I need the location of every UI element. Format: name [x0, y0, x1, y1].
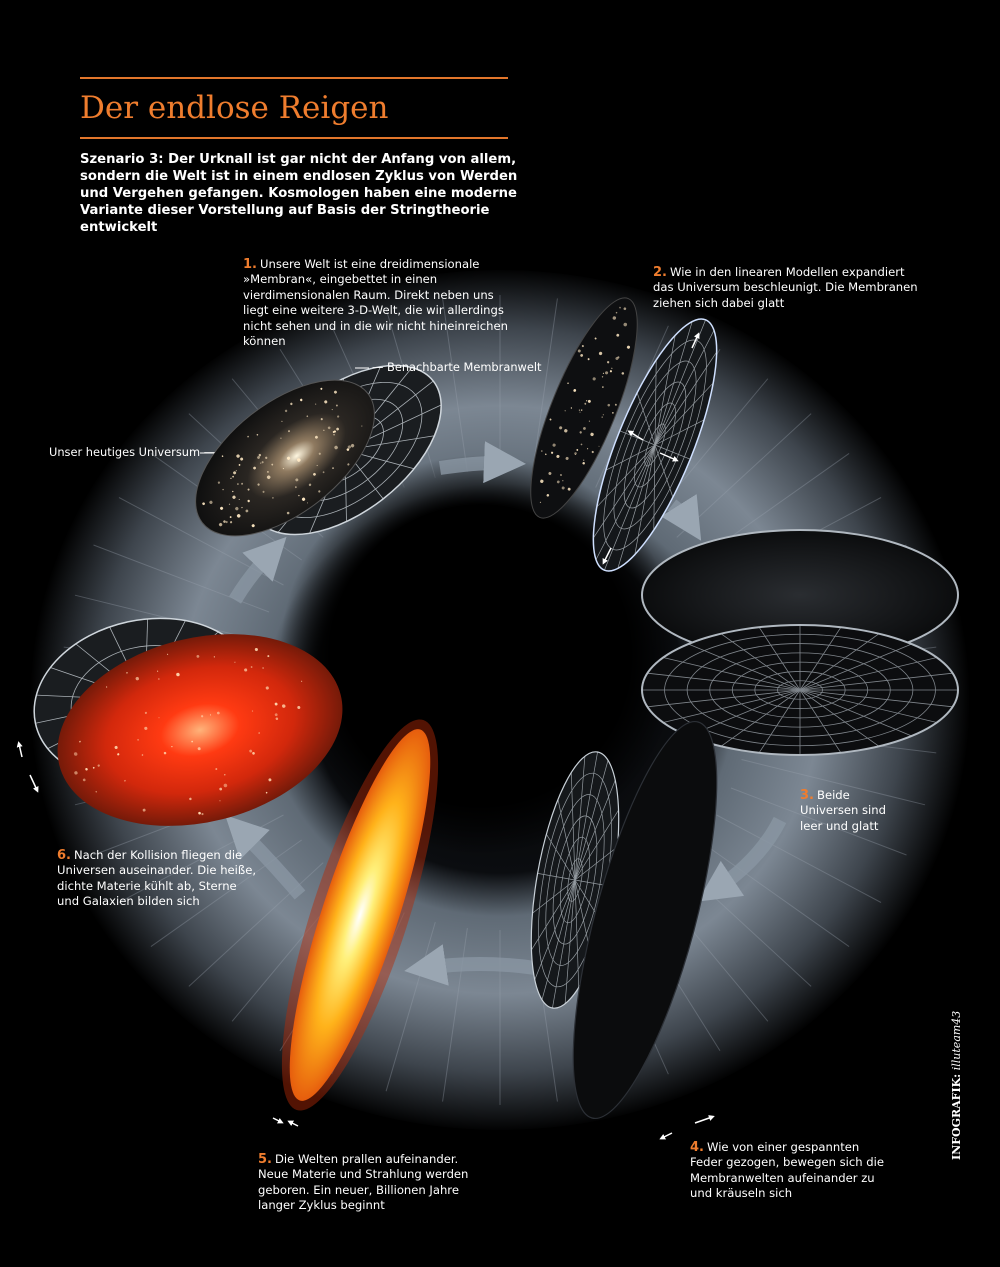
infographic-credit: INFOGRAFIK: illuteam43 — [950, 1011, 963, 1160]
rippled-membrane-right — [572, 720, 718, 1120]
hot-matter-membrane — [57, 634, 343, 826]
step-1-caption: 1.Unsere Welt ist eine dreidimensionale … — [243, 257, 508, 349]
step-3-caption: 3.Beide Universen sind leer und glatt — [800, 788, 910, 834]
step-1-text: Unsere Welt ist eine dreidimensionale »M… — [243, 257, 508, 349]
stage-6-membranes — [16, 617, 343, 826]
collision-flame — [289, 729, 431, 1101]
separation-arrows — [16, 741, 39, 793]
title-rule-bottom — [80, 137, 508, 139]
center-void — [280, 455, 680, 855]
stage-4-membranes — [530, 720, 718, 1140]
approach-arrows — [659, 1115, 715, 1140]
title-rule-top — [80, 77, 508, 79]
stage-1-membranes — [195, 364, 442, 537]
step-1-number: 1. — [243, 257, 257, 272]
page-title: Der endlose Reigen — [80, 90, 389, 126]
step-5-caption: 5.Die Welten prallen aufeinander. Neue M… — [258, 1152, 483, 1214]
step-4-caption: 4.Wie von einer gespannten Feder gezogen… — [690, 1140, 890, 1202]
arrow-6-to-1 — [228, 536, 287, 604]
collision-arrows — [272, 1117, 299, 1127]
stage-3-membranes — [641, 529, 959, 756]
arrow-2-to-3 — [661, 494, 702, 541]
step-4-number: 4. — [690, 1140, 704, 1155]
cycle-arrows — [225, 441, 787, 986]
step-6-caption: 6.Nach der Kollision fliegen die Univers… — [57, 848, 262, 910]
step-5-text: Die Welten prallen aufeinander. Neue Mat… — [258, 1152, 469, 1213]
stage-5-collision — [272, 719, 439, 1127]
stretched-universe-membrane — [530, 297, 638, 519]
intro-text: Szenario 3: Der Urknall ist gar nicht de… — [80, 152, 518, 235]
step-3-text: Beide Universen sind leer und glatt — [800, 788, 886, 833]
arrow-5-to-6 — [225, 815, 306, 900]
step-2-text: Wie in den linearen Modellen expandiert … — [653, 265, 918, 310]
stage-2-membranes — [530, 297, 718, 572]
step-4-text: Wie von einer gespannten Feder gezogen, … — [690, 1140, 885, 1201]
step-5-number: 5. — [258, 1152, 272, 1167]
neighbor-membrane-label: — Benachbarte Membranwelt — [372, 360, 542, 374]
step-6-text: Nach der Kollision fliegen die Universen… — [57, 848, 257, 909]
expansion-arrows — [602, 332, 700, 565]
step-3-number: 3. — [800, 788, 814, 803]
credit-prefix: INFOGRAFIK: — [950, 1073, 963, 1160]
step-2-number: 2. — [653, 265, 667, 280]
our-universe-label: Unser heutiges Universum — — [49, 445, 216, 459]
credit-author: illuteam43 — [950, 1010, 963, 1071]
arrow-4-to-5 — [404, 944, 537, 986]
step-6-number: 6. — [57, 848, 71, 863]
our-universe-membrane — [195, 379, 375, 537]
arrow-3-to-4 — [697, 816, 787, 902]
arrow-1-to-2 — [438, 441, 526, 484]
step-2-caption: 2.Wie in den linearen Modellen expandier… — [653, 265, 923, 311]
